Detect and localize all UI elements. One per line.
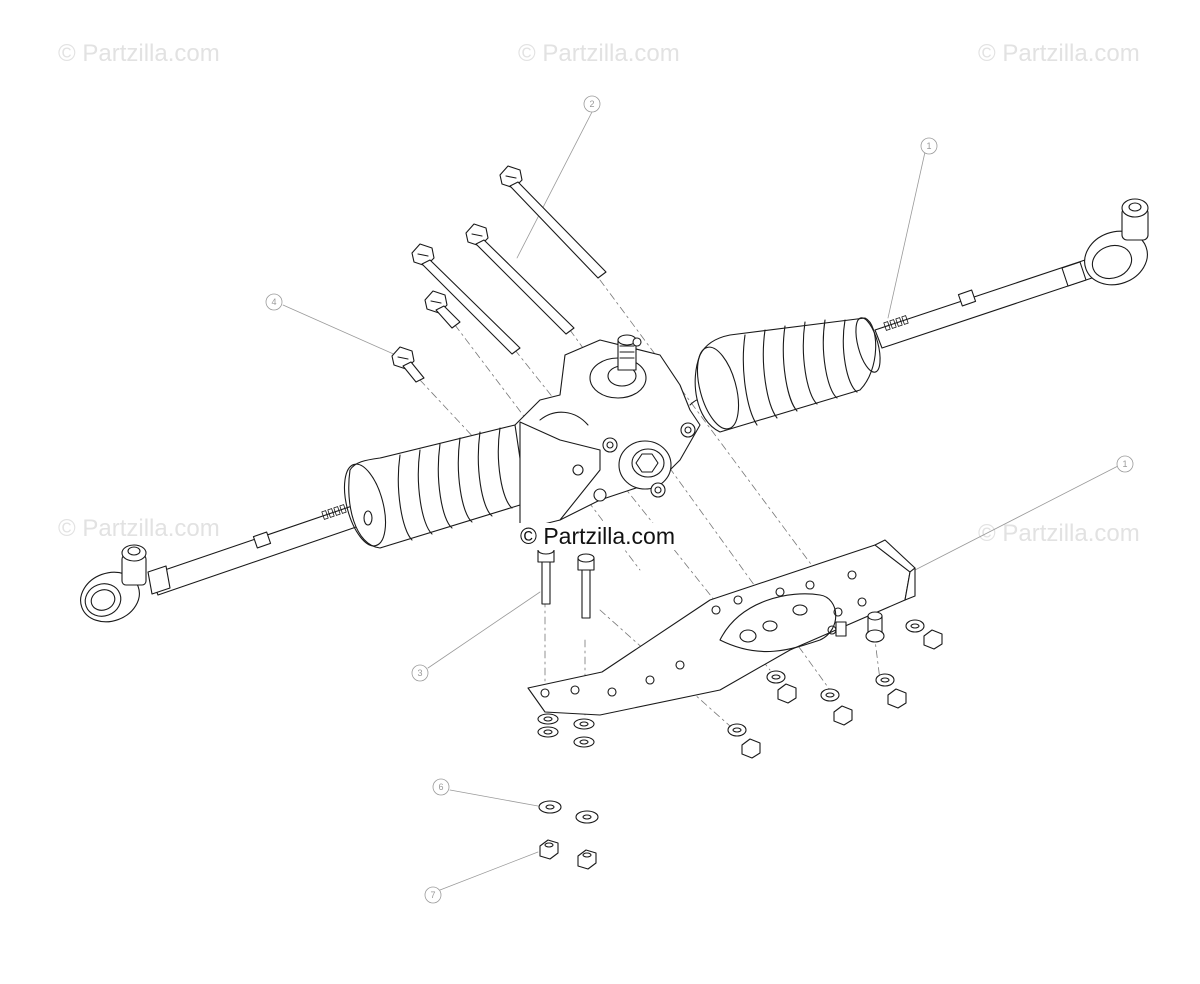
long-bolt-3 xyxy=(411,243,521,355)
left-boot xyxy=(343,424,534,549)
svg-text:6: 6 xyxy=(438,782,443,792)
bracket-washers-left xyxy=(537,713,595,748)
long-bolt-1 xyxy=(499,165,607,279)
callout-3: 3 xyxy=(411,664,429,682)
mounting-bracket xyxy=(527,539,916,716)
watermark-top-left: © Partzilla.com xyxy=(58,40,220,67)
right-boot xyxy=(694,317,881,433)
svg-text:1: 1 xyxy=(926,141,931,151)
mount-bolt-a xyxy=(537,545,555,605)
watermark-top-center: © Partzilla.com xyxy=(518,40,680,67)
nuts-part-7 xyxy=(539,839,597,870)
left-ball-joint xyxy=(80,544,171,623)
watermark-mid-right: © Partzilla.com xyxy=(978,520,1140,547)
watermark-top-right: © Partzilla.com xyxy=(978,40,1140,67)
watermark-mid-left: © Partzilla.com xyxy=(58,515,220,542)
callout-1-top: 1 xyxy=(920,137,938,155)
short-bolt xyxy=(424,290,461,329)
bracket-nuts-right xyxy=(727,619,943,759)
svg-text:2: 2 xyxy=(589,99,594,109)
svg-text:3: 3 xyxy=(417,668,422,678)
long-bolt-2 xyxy=(465,223,575,335)
callout-7: 7 xyxy=(424,886,442,904)
mount-bolt-b xyxy=(577,553,595,619)
callout-4: 4 xyxy=(265,293,283,311)
right-tie-rod xyxy=(874,259,1093,349)
svg-text:4: 4 xyxy=(271,297,276,307)
leader-lines xyxy=(282,111,1119,891)
callout-2: 2 xyxy=(583,95,601,113)
left-tie-rod xyxy=(149,504,363,596)
washers-part-6 xyxy=(538,800,599,824)
svg-text:1: 1 xyxy=(1122,459,1127,469)
callout-markers: 2 1 4 1 3 6 7 xyxy=(265,95,1134,904)
rack-housing xyxy=(514,334,721,531)
callout-6: 6 xyxy=(432,778,450,796)
small-bolt-part-4 xyxy=(391,346,425,383)
svg-text:7: 7 xyxy=(430,890,435,900)
watermark-center: © Partzilla.com xyxy=(518,523,677,550)
callout-1: 1 xyxy=(1116,455,1134,473)
right-ball-joint xyxy=(1084,198,1149,286)
